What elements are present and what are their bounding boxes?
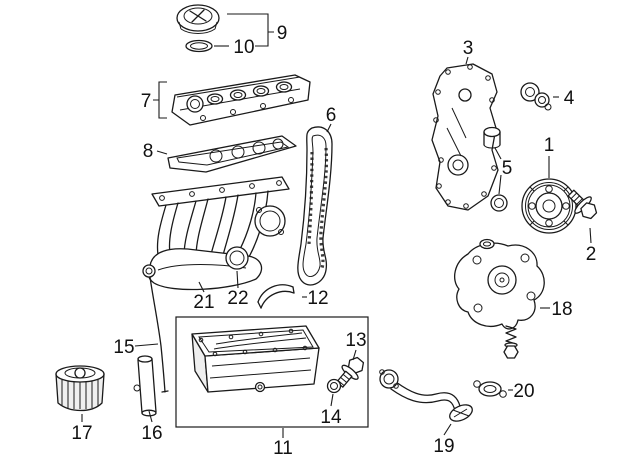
valve-cover-drawing	[171, 74, 311, 126]
leader-line	[156, 150, 168, 155]
leader-line	[134, 343, 159, 347]
callout-3: 3	[463, 38, 474, 65]
chain-case-drawing	[431, 63, 499, 211]
callout-16: 16	[141, 410, 163, 444]
bracket-line	[227, 13, 274, 47]
leader-line	[326, 123, 332, 133]
leader-line	[330, 393, 334, 407]
callout-label-12: 12	[307, 288, 328, 309]
callout-17: 17	[71, 414, 93, 444]
curved-gasket-drawing	[257, 284, 295, 309]
bracket-line	[153, 81, 167, 119]
seal-ring-drawing	[490, 194, 508, 212]
callout-label-6: 6	[326, 105, 337, 126]
crank-pulley-drawing	[521, 178, 577, 234]
callout-label-11: 11	[273, 438, 293, 459]
callout-5: 5	[494, 147, 513, 195]
callout-10: 10	[214, 37, 255, 58]
callout-label-18: 18	[551, 299, 572, 320]
callout-label-5: 5	[502, 158, 513, 179]
timing-chain-drawing	[297, 126, 333, 286]
leader-line	[236, 270, 239, 289]
intake-manifold-drawing	[147, 176, 290, 291]
seal-collar-drawing	[483, 126, 501, 149]
callout-21: 21	[193, 281, 215, 313]
callout-label-20: 20	[513, 381, 534, 402]
callout-label-19: 19	[433, 436, 454, 457]
cap-seal-ring-drawing	[185, 39, 213, 53]
callout-label-16: 16	[141, 423, 162, 444]
leader-line	[443, 423, 452, 436]
callout-9: 9	[227, 13, 288, 47]
callout-6: 6	[326, 105, 337, 133]
callout-1: 1	[544, 135, 555, 178]
callout-20: 20	[508, 381, 535, 402]
oil-pan-group-box	[175, 316, 369, 428]
callout-19: 19	[433, 423, 455, 457]
leader-line	[352, 349, 357, 361]
callout-label-22: 22	[227, 288, 248, 309]
callout-12: 12	[302, 288, 329, 309]
oil-filter-drawing	[55, 365, 105, 412]
callout-7: 7	[141, 81, 167, 119]
callout-label-10: 10	[233, 37, 254, 58]
callout-label-21: 21	[193, 292, 214, 313]
callout-label-2: 2	[586, 244, 597, 265]
callout-label-3: 3	[463, 38, 474, 59]
oil-pump-drawing	[453, 238, 545, 359]
callout-4: 4	[553, 88, 575, 109]
callout-14: 14	[320, 393, 342, 428]
callout-15: 15	[113, 337, 159, 358]
valve-cover-gasket-drawing	[167, 135, 297, 173]
callout-label-14: 14	[320, 407, 342, 428]
callout-label-9: 9	[277, 23, 288, 44]
leader-line	[198, 281, 205, 293]
callout-label-17: 17	[71, 423, 92, 444]
callout-label-8: 8	[143, 141, 154, 162]
dipstick-tube-drawing	[133, 355, 157, 417]
callout-label-15: 15	[113, 337, 134, 358]
callout-11: 11	[273, 428, 293, 459]
callout-label-7: 7	[141, 91, 152, 112]
dipstick-drawing	[142, 264, 169, 393]
callout-13: 13	[345, 330, 367, 361]
filler-cap-drawing	[176, 4, 220, 34]
callout-8: 8	[143, 141, 168, 162]
callout-2: 2	[586, 227, 597, 265]
leader-line	[589, 227, 592, 244]
leader-line	[494, 147, 502, 195]
leader-line	[465, 56, 469, 65]
oil-pan-drawing	[191, 325, 320, 393]
callout-label-13: 13	[345, 330, 366, 351]
callout-18: 18	[540, 299, 573, 320]
callout-22: 22	[227, 270, 249, 309]
oil-strainer-drawing	[379, 369, 473, 422]
tensioner-drawing	[520, 82, 552, 111]
round-gasket-drawing	[225, 246, 249, 270]
leader-line	[148, 410, 153, 423]
pulley-bolt-drawing	[567, 189, 598, 220]
callout-label-4: 4	[564, 88, 575, 109]
callout-label-1: 1	[544, 135, 555, 156]
drain-washer-drawing	[326, 378, 342, 394]
strainer-gasket-drawing	[473, 380, 507, 398]
